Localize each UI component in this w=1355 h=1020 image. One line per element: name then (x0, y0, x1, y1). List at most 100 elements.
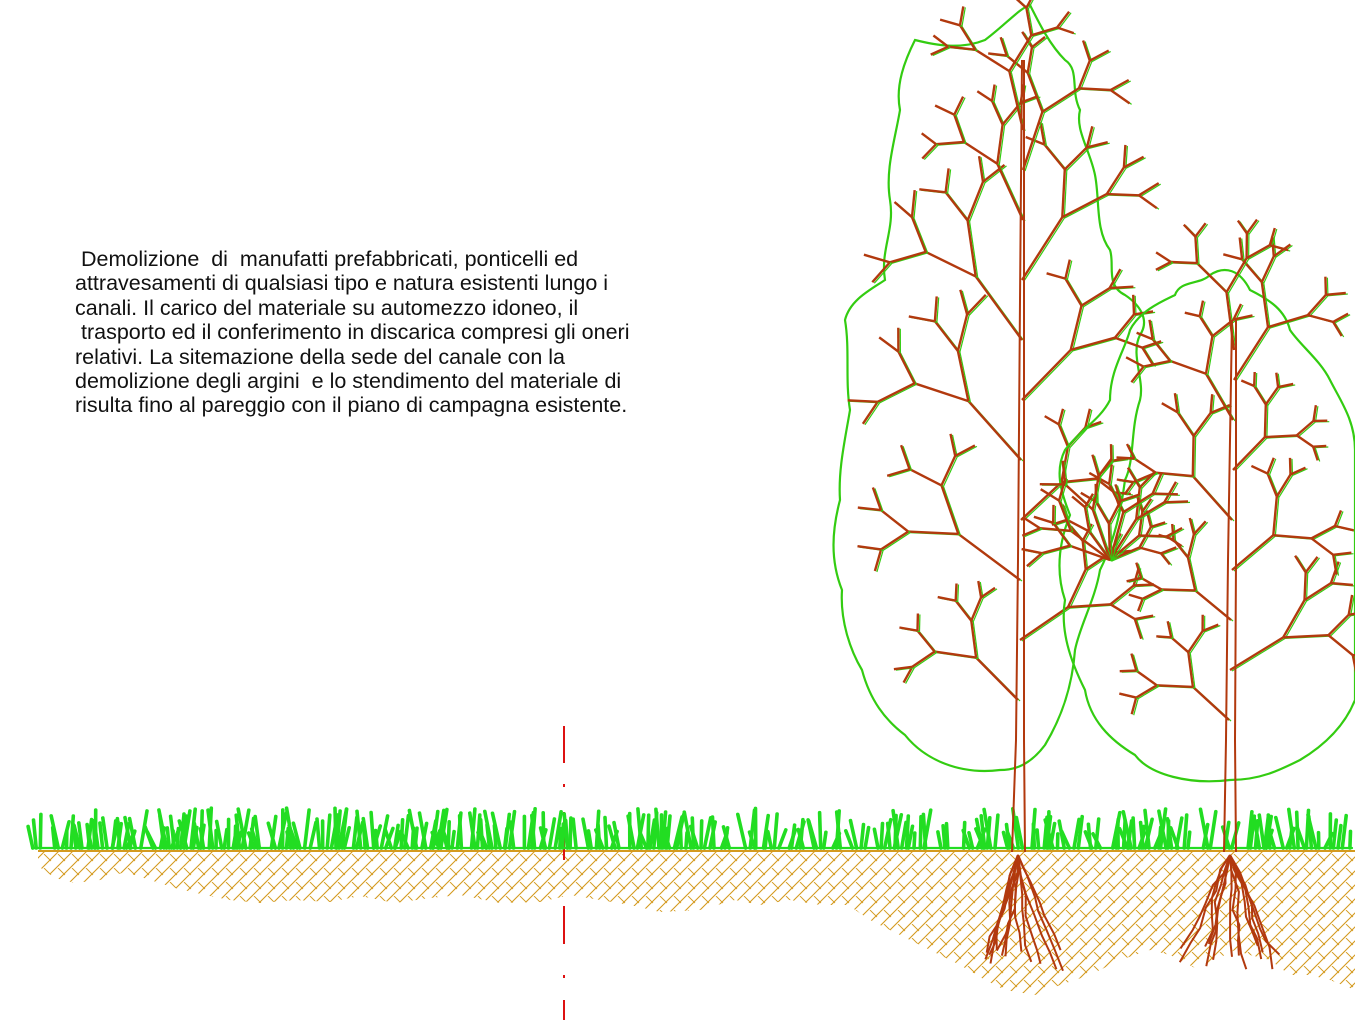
branch-highlight (1134, 295, 1137, 316)
grass-blade (912, 831, 917, 850)
branch-highlight (1125, 145, 1128, 169)
branch-highlight (1314, 406, 1319, 422)
branch-segment (1272, 496, 1278, 536)
branch-highlight (1024, 528, 1043, 538)
branch-segment (1021, 349, 1072, 401)
branch-segment (974, 48, 1010, 73)
branch-segment (1021, 547, 1043, 555)
branch-segment (1114, 336, 1143, 349)
branch-highlight (1143, 499, 1154, 513)
branch-segment (880, 509, 909, 533)
branch-highlight (1284, 600, 1308, 639)
branch-segment (966, 220, 977, 277)
grass-blade (342, 825, 352, 850)
branch-highlight (1033, 27, 1060, 37)
branch-segment (1064, 259, 1071, 279)
grass-blade (430, 830, 441, 850)
branch-segment (934, 104, 955, 116)
grass-blade (101, 816, 109, 850)
branch-segment (1187, 652, 1195, 688)
branch-segment (1019, 606, 1069, 641)
grass-blade (49, 814, 61, 850)
grass-blade (127, 816, 138, 850)
branch-highlight (1255, 372, 1258, 388)
grass-blade (1126, 831, 1131, 850)
branch-segment (1046, 272, 1066, 280)
branch-highlight (998, 125, 1006, 165)
grass-blade (806, 818, 819, 850)
grass-blade (139, 809, 149, 850)
grass-blade (182, 809, 192, 850)
branch-highlight (913, 652, 937, 669)
grass-blade (266, 821, 278, 850)
branch-segment (1245, 218, 1258, 235)
grass-blade (772, 812, 779, 850)
branch-segment (1138, 182, 1160, 197)
branch-highlight (1027, 8, 1034, 37)
grass-blade (168, 814, 177, 850)
branch-segment (1083, 506, 1091, 532)
branch-highlight (1112, 586, 1137, 606)
branch-segment (963, 140, 998, 165)
branch-highlight (1141, 472, 1158, 489)
branch-segment (1041, 544, 1071, 555)
branch-segment (1161, 402, 1179, 414)
branch-highlight (1080, 61, 1093, 90)
grass-blade (777, 828, 788, 850)
branch-segment (966, 293, 987, 316)
branch-highlight (1064, 194, 1109, 219)
branch-segment (1155, 260, 1172, 271)
branch-segment (1141, 340, 1162, 349)
branch-highlight (879, 383, 917, 404)
branch-highlight (899, 352, 918, 385)
grass-blade (98, 821, 105, 850)
branch-highlight (993, 85, 998, 103)
branch-segment (1078, 87, 1111, 92)
branch-segment (1108, 483, 1125, 513)
branch-segment (1097, 457, 1113, 477)
branch-highlight (972, 598, 984, 622)
grass-blade (189, 807, 197, 850)
grass-blade (334, 809, 342, 850)
grass-blade (355, 809, 363, 850)
branch-highlight (873, 262, 893, 284)
branch-segment (1135, 669, 1158, 687)
branch-segment (1138, 471, 1156, 489)
branch-highlight (1112, 80, 1131, 92)
branch-segment (857, 545, 882, 551)
grass-blade (77, 821, 84, 850)
branch-highlight (1336, 511, 1344, 528)
branch-highlight (1024, 112, 1045, 172)
grass-blade (457, 813, 464, 850)
branch-highlight (1087, 422, 1104, 429)
grass-blade (92, 821, 100, 850)
roots-right (1178, 854, 1281, 970)
branch-segment (1348, 612, 1355, 616)
branch-highlight (1094, 476, 1102, 511)
branch-highlight (1060, 409, 1066, 426)
branch-segment (977, 156, 985, 182)
branch-segment (1202, 623, 1219, 633)
branch-highlight (889, 469, 912, 478)
branch-segment (1148, 319, 1154, 340)
branch-segment (1198, 315, 1214, 337)
branch-segment (1209, 394, 1214, 414)
grass-blade (974, 827, 986, 850)
grass-blade (979, 813, 987, 850)
branch-segment (1021, 31, 1034, 48)
branch-highlight (1033, 37, 1048, 49)
grass-blade (859, 822, 866, 850)
branch-segment (1126, 466, 1141, 489)
branch-segment (970, 596, 983, 622)
branch-highlight (957, 584, 960, 602)
grass-blade (157, 808, 169, 850)
branch-segment (1191, 475, 1233, 521)
branch-segment (1225, 292, 1236, 351)
grass-blade (1306, 813, 1318, 850)
grass-blade (1331, 818, 1339, 850)
grass-blade (1252, 816, 1262, 850)
branch-segment (1204, 373, 1235, 421)
branch-highlight (1309, 295, 1329, 317)
grass-blade (721, 825, 732, 850)
branch-segment (871, 487, 883, 511)
